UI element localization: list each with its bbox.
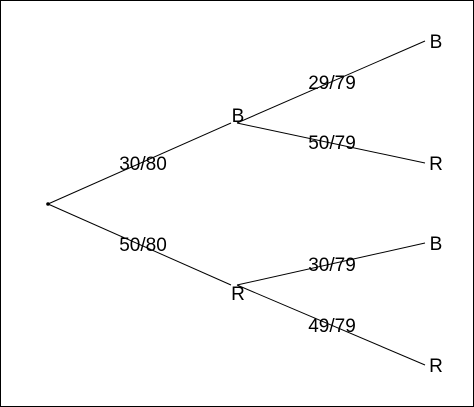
prob-label-root-b: 30/80 bbox=[119, 154, 167, 175]
node-label-r: R bbox=[231, 284, 245, 305]
node-label-b: B bbox=[232, 106, 245, 127]
prob-label-r-b: 30/79 bbox=[308, 255, 356, 276]
prob-label-b-r: 50/79 bbox=[308, 133, 356, 154]
prob-label-root-r: 50/80 bbox=[119, 235, 167, 256]
leaf-label-bb: B bbox=[430, 32, 443, 53]
leaf-label-rr: R bbox=[429, 356, 443, 377]
leaf-label-br: R bbox=[429, 154, 443, 175]
leaf-label-rb: B bbox=[430, 234, 443, 255]
edge-r-to-rr bbox=[236, 284, 426, 366]
edge-root-to-r bbox=[47, 203, 232, 286]
edge-r-to-rb bbox=[236, 242, 426, 286]
prob-label-r-r: 49/79 bbox=[308, 316, 356, 337]
edge-b-to-bb bbox=[236, 40, 426, 124]
edge-root-to-b bbox=[47, 122, 232, 205]
prob-label-b-b: 29/79 bbox=[308, 73, 356, 94]
edge-b-to-br bbox=[236, 122, 426, 164]
